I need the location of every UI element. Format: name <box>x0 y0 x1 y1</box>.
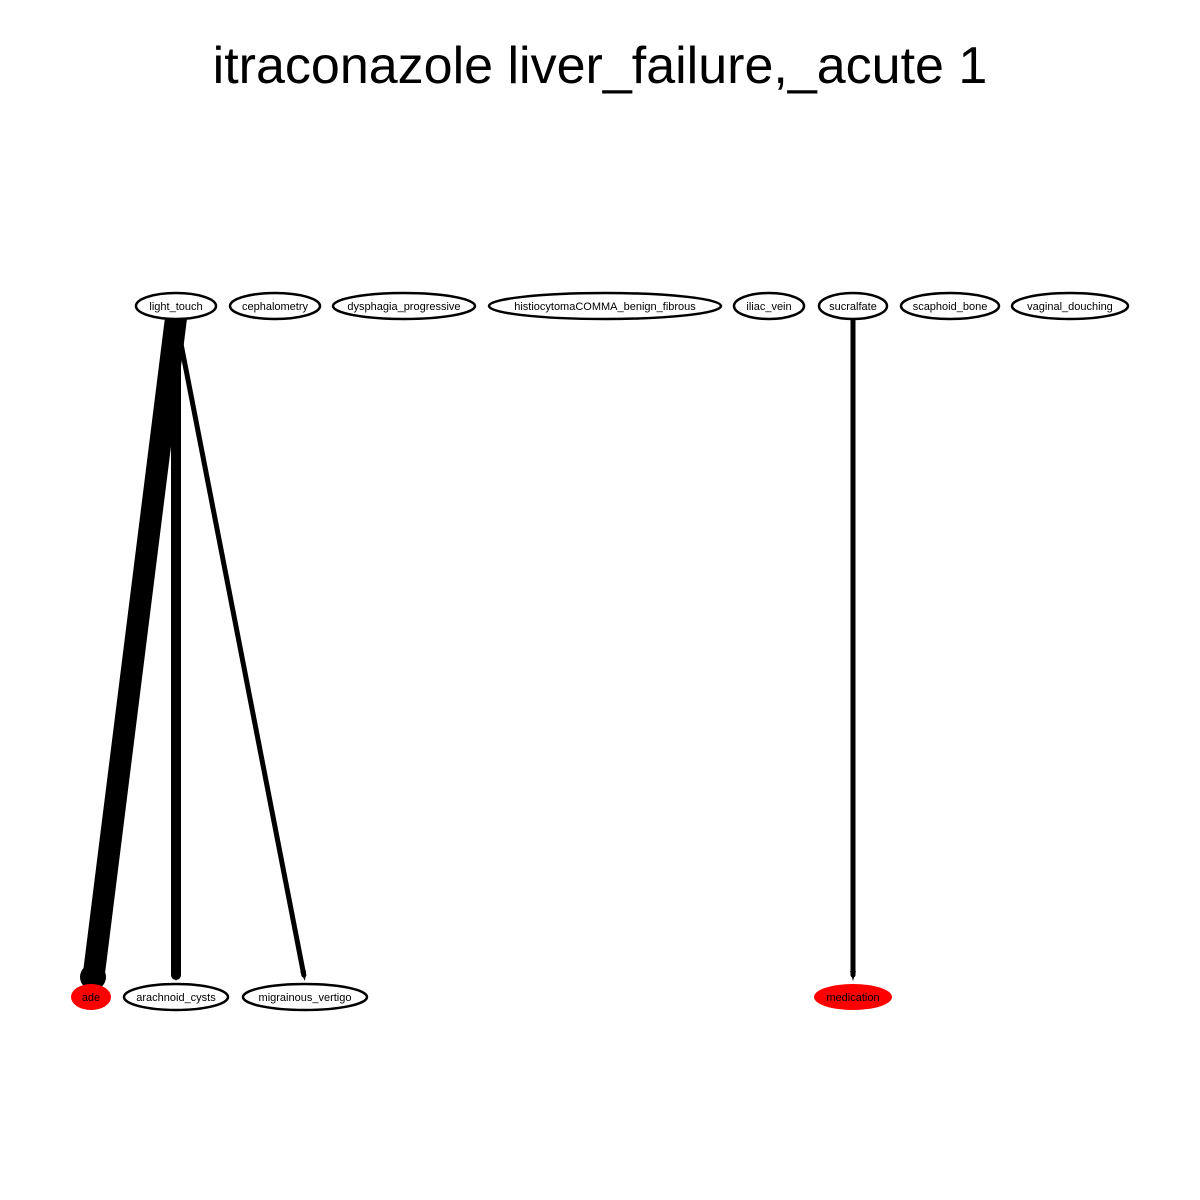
node-ellipse <box>814 984 892 1010</box>
node-migrainous_vertigo: migrainous_vertigo <box>241 982 369 1012</box>
node-ellipse <box>228 291 322 321</box>
edge-arrowhead <box>172 971 180 981</box>
node-ellipse <box>732 291 806 321</box>
node-label: ade <box>82 992 100 1004</box>
node-ellipse <box>331 291 477 321</box>
node-ade: ade <box>71 984 111 1010</box>
node-light_touch: light_touch <box>134 291 218 321</box>
node-cephalometry: cephalometry <box>228 291 322 321</box>
nodes-layer: light_touch cephalometry dysphagia_progres… <box>71 291 1130 1012</box>
node-sucralfate: sucralfate <box>817 291 889 321</box>
node-label: histiocytomaCOMMA_benign_fibrous <box>514 301 696 313</box>
node-arachnoid_cysts: arachnoid_cysts <box>122 982 230 1012</box>
node-ellipse <box>71 984 111 1010</box>
node-medication: medication <box>814 984 892 1010</box>
edges-layer <box>80 307 856 990</box>
node-label: scaphoid_bone <box>913 301 988 313</box>
node-ellipse <box>1010 291 1130 321</box>
node-label: sucralfate <box>829 301 877 313</box>
node-label: migrainous_vertigo <box>259 992 352 1004</box>
edge-arrowhead <box>850 971 856 981</box>
node-vaginal_douching: vaginal_douching <box>1010 291 1130 321</box>
node-ellipse <box>487 291 723 321</box>
node-ellipse <box>817 291 889 321</box>
node-histiocytoma: histiocytomaCOMMA_benign_fibrous <box>487 291 723 321</box>
node-scaphoid_bone: scaphoid_bone <box>899 291 1001 321</box>
node-label: cephalometry <box>242 301 309 313</box>
edge-arrowhead <box>300 970 307 981</box>
node-ellipse <box>122 982 230 1012</box>
node-ellipse <box>899 291 1001 321</box>
node-label: dysphagia_progressive <box>347 301 460 313</box>
node-ellipse <box>134 291 218 321</box>
node-label: medication <box>826 992 879 1004</box>
node-iliac_vein: iliac_vein <box>732 291 806 321</box>
node-label: arachnoid_cysts <box>136 992 216 1004</box>
node-ellipse <box>241 982 369 1012</box>
node-label: iliac_vein <box>746 301 791 313</box>
node-label: light_touch <box>149 301 202 313</box>
edge-light_touch-to-migrainous_vertigo <box>173 315 307 981</box>
edge-line <box>83 307 187 981</box>
edge-light_touch-to-ade <box>80 307 187 990</box>
edge-light_touch-to-arachnoid_cysts <box>171 313 181 981</box>
edge-sucralfate-to-medication <box>850 315 856 981</box>
edge-arrowhead-blob <box>80 964 106 990</box>
node-label: vaginal_douching <box>1027 301 1113 313</box>
node-dysphagia_progressive: dysphagia_progressive <box>331 291 477 321</box>
page-title: itraconazole liver_failure,_acute 1 <box>212 37 988 95</box>
edge-line <box>173 315 307 978</box>
